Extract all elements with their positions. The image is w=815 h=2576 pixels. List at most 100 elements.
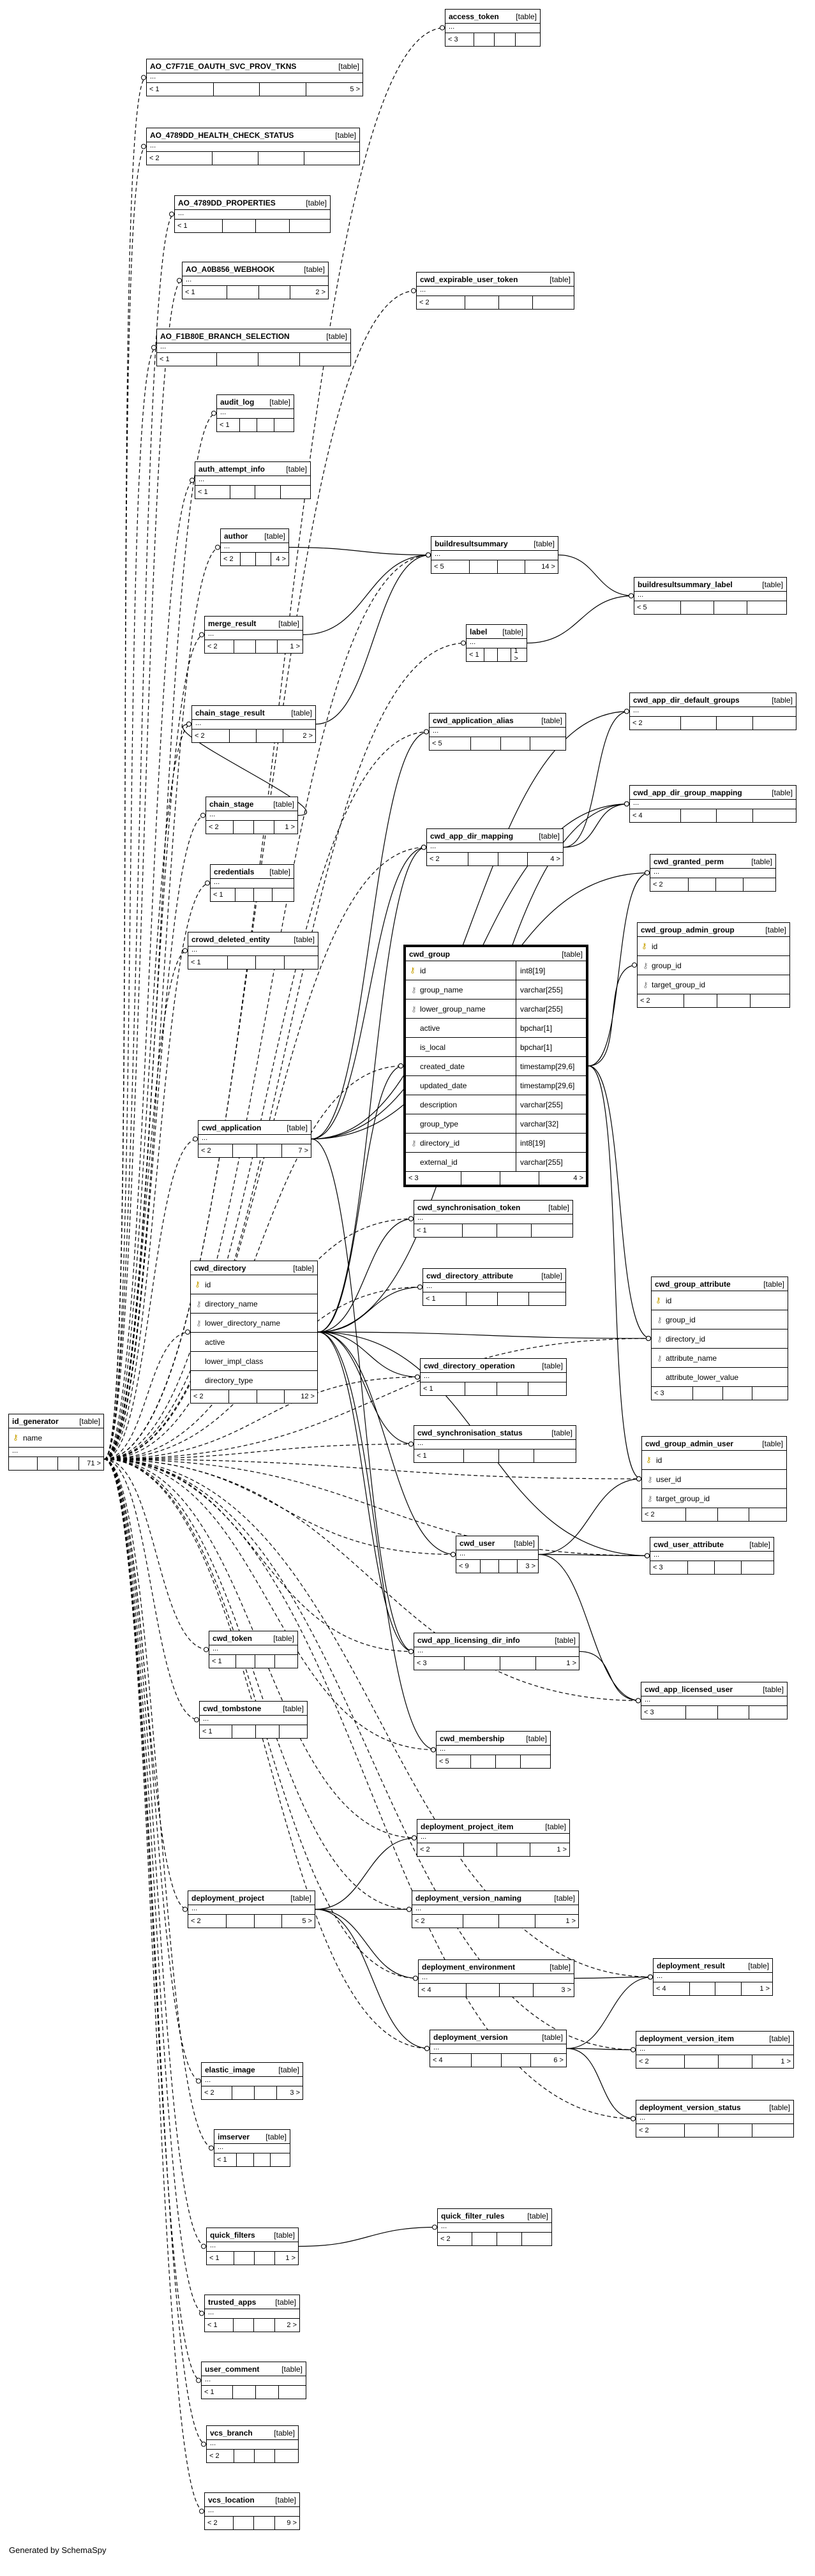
- table-cwd-group-attribute[interactable]: cwd_group_attribute[table]⚷id⚷group_id⚷d…: [651, 1277, 788, 1400]
- table-header[interactable]: cwd_app_licensed_user[table]: [641, 1682, 787, 1696]
- table-header[interactable]: cwd_granted_perm[table]: [650, 855, 775, 869]
- table-header[interactable]: cwd_expirable_user_token[table]: [417, 273, 574, 287]
- table-header[interactable]: cwd_directory_attribute[table]: [423, 1269, 565, 1283]
- table-header[interactable]: cwd_synchronisation_status[table]: [414, 1426, 576, 1440]
- table-cwd-sync-status[interactable]: cwd_synchronisation_status[table]...< 1: [414, 1425, 576, 1463]
- table-ao-f1b[interactable]: AO_F1B80E_BRANCH_SELECTION[table]...< 1: [156, 329, 351, 366]
- table-dep-version-status[interactable]: deployment_version_status[table]...< 2: [636, 2100, 794, 2138]
- table-cwd-tombstone[interactable]: cwd_tombstone[table]...< 1: [199, 1701, 308, 1739]
- table-header[interactable]: user_comment[table]: [202, 2362, 306, 2376]
- table-cwd-app-dir-default[interactable]: cwd_app_dir_default_groups[table]...< 2: [629, 693, 796, 730]
- table-ao-4789-props[interactable]: AO_4789DD_PROPERTIES[table]...< 1: [174, 195, 331, 233]
- table-cwd-dir-op[interactable]: cwd_directory_operation[table]...< 1: [420, 1358, 567, 1396]
- table-header[interactable]: deployment_version_naming[table]: [412, 1891, 578, 1905]
- table-cwd-membership[interactable]: cwd_membership[table]...< 5: [436, 1731, 551, 1769]
- table-header[interactable]: cwd_tombstone[table]: [200, 1702, 307, 1716]
- table-cwd-app-dir-group-mapping[interactable]: cwd_app_dir_group_mapping[table]...< 4: [629, 785, 796, 823]
- table-ao-4789-hc[interactable]: AO_4789DD_HEALTH_CHECK_STATUS[table]...<…: [146, 128, 360, 165]
- table-header[interactable]: elastic_image[table]: [202, 2063, 303, 2077]
- table-credentials[interactable]: credentials[table]...< 1: [210, 864, 294, 902]
- table-header[interactable]: AO_F1B80E_BRANCH_SELECTION[table]: [157, 329, 350, 343]
- table-header[interactable]: deployment_result[table]: [654, 1959, 772, 1973]
- table-header[interactable]: access_token[table]: [445, 10, 540, 24]
- table-header[interactable]: quick_filter_rules[table]: [438, 2209, 551, 2223]
- table-brs-label[interactable]: buildresultsummary_label[table]...< 5: [634, 577, 787, 615]
- table-header[interactable]: deployment_version_item[table]: [636, 2032, 793, 2046]
- table-auth-attempt[interactable]: auth_attempt_info[table]...< 1: [195, 461, 311, 499]
- table-cwd-directory[interactable]: cwd_directory[table]⚷id⚷directory_name⚷l…: [190, 1261, 318, 1404]
- table-access-token[interactable]: access_token[table]...< 3: [445, 9, 541, 47]
- table-header[interactable]: cwd_application_alias[table]: [430, 714, 565, 728]
- table-header[interactable]: deployment_project_item[table]: [417, 1820, 569, 1834]
- table-header[interactable]: cwd_app_licensing_dir_info[table]: [414, 1633, 579, 1647]
- table-crowd-deleted[interactable]: crowd_deleted_entity[table]...< 1: [188, 932, 318, 970]
- table-cwd-group-admin-user[interactable]: cwd_group_admin_user[table]⚷id⚷user_id⚷t…: [641, 1436, 787, 1522]
- table-header[interactable]: buildresultsummary_label[table]: [634, 578, 786, 592]
- table-header[interactable]: AO_A0B856_WEBHOOK[table]: [183, 262, 328, 276]
- table-header[interactable]: cwd_group[table]: [406, 947, 586, 961]
- table-header[interactable]: cwd_group_admin_user[table]: [642, 1437, 786, 1451]
- table-header[interactable]: auth_attempt_info[table]: [195, 462, 310, 476]
- table-header[interactable]: cwd_membership[table]: [437, 1732, 550, 1746]
- table-header[interactable]: cwd_app_dir_group_mapping[table]: [630, 786, 796, 800]
- table-cwd-granted-perm[interactable]: cwd_granted_perm[table]...< 2: [650, 854, 776, 892]
- table-header[interactable]: chain_stage_result[table]: [192, 706, 315, 720]
- table-vcs-branch[interactable]: vcs_branch[table]...< 2: [206, 2425, 299, 2463]
- table-header[interactable]: author[table]: [221, 529, 288, 543]
- table-cwd-expirable[interactable]: cwd_expirable_user_token[table]...< 2: [416, 272, 574, 310]
- table-audit-log[interactable]: audit_log[table]...< 1: [216, 394, 294, 432]
- table-header[interactable]: AO_4789DD_PROPERTIES[table]: [175, 196, 330, 210]
- table-header[interactable]: cwd_app_dir_default_groups[table]: [630, 693, 796, 707]
- table-header[interactable]: cwd_app_dir_mapping[table]: [427, 829, 563, 843]
- table-header[interactable]: deployment_environment[table]: [419, 1960, 574, 1974]
- table-header[interactable]: buildresultsummary[table]: [431, 537, 558, 551]
- table-user-comment[interactable]: user_comment[table]...< 1: [201, 2362, 306, 2399]
- table-header[interactable]: quick_filters[table]: [207, 2228, 298, 2242]
- table-header[interactable]: cwd_directory_operation[table]: [421, 1359, 566, 1373]
- table-quick-filter-rules[interactable]: quick_filter_rules[table]...< 2: [437, 2208, 552, 2246]
- table-cwd-user-attr[interactable]: cwd_user_attribute[table]...< 3: [650, 1537, 774, 1575]
- table-header[interactable]: deployment_project[table]: [188, 1891, 315, 1905]
- table-header[interactable]: cwd_token[table]: [209, 1631, 297, 1645]
- table-header[interactable]: credentials[table]: [211, 865, 294, 879]
- table-header[interactable]: cwd_group_admin_group[table]: [638, 923, 789, 937]
- table-ao-c7f[interactable]: AO_C7F71E_OAUTH_SVC_PROV_TKNS[table]...<…: [146, 59, 363, 96]
- table-header[interactable]: audit_log[table]: [217, 395, 294, 409]
- table-header[interactable]: id_generator[table]: [9, 1414, 103, 1428]
- table-header[interactable]: deployment_version_status[table]: [636, 2100, 793, 2115]
- table-header[interactable]: cwd_user[table]: [456, 1536, 538, 1550]
- table-cwd-app-lic-user[interactable]: cwd_app_licensed_user[table]...< 3: [641, 1682, 788, 1719]
- table-header[interactable]: vcs_location[table]: [205, 2493, 299, 2507]
- table-header[interactable]: cwd_user_attribute[table]: [650, 1538, 774, 1552]
- table-header[interactable]: deployment_version[table]: [430, 2030, 566, 2044]
- table-cwd-group-admin-group[interactable]: cwd_group_admin_group[table]⚷id⚷group_id…: [637, 922, 790, 1008]
- table-header[interactable]: crowd_deleted_entity[table]: [188, 932, 318, 947]
- table-header[interactable]: merge_result[table]: [205, 617, 303, 631]
- table-cwd-sync-token[interactable]: cwd_synchronisation_token[table]...< 1: [414, 1200, 573, 1238]
- table-cwd-app-alias[interactable]: cwd_application_alias[table]...< 5: [429, 713, 566, 751]
- table-cwd-dir-attr[interactable]: cwd_directory_attribute[table]...< 1: [422, 1268, 566, 1306]
- table-header[interactable]: AO_C7F71E_OAUTH_SVC_PROV_TKNS[table]: [147, 59, 363, 73]
